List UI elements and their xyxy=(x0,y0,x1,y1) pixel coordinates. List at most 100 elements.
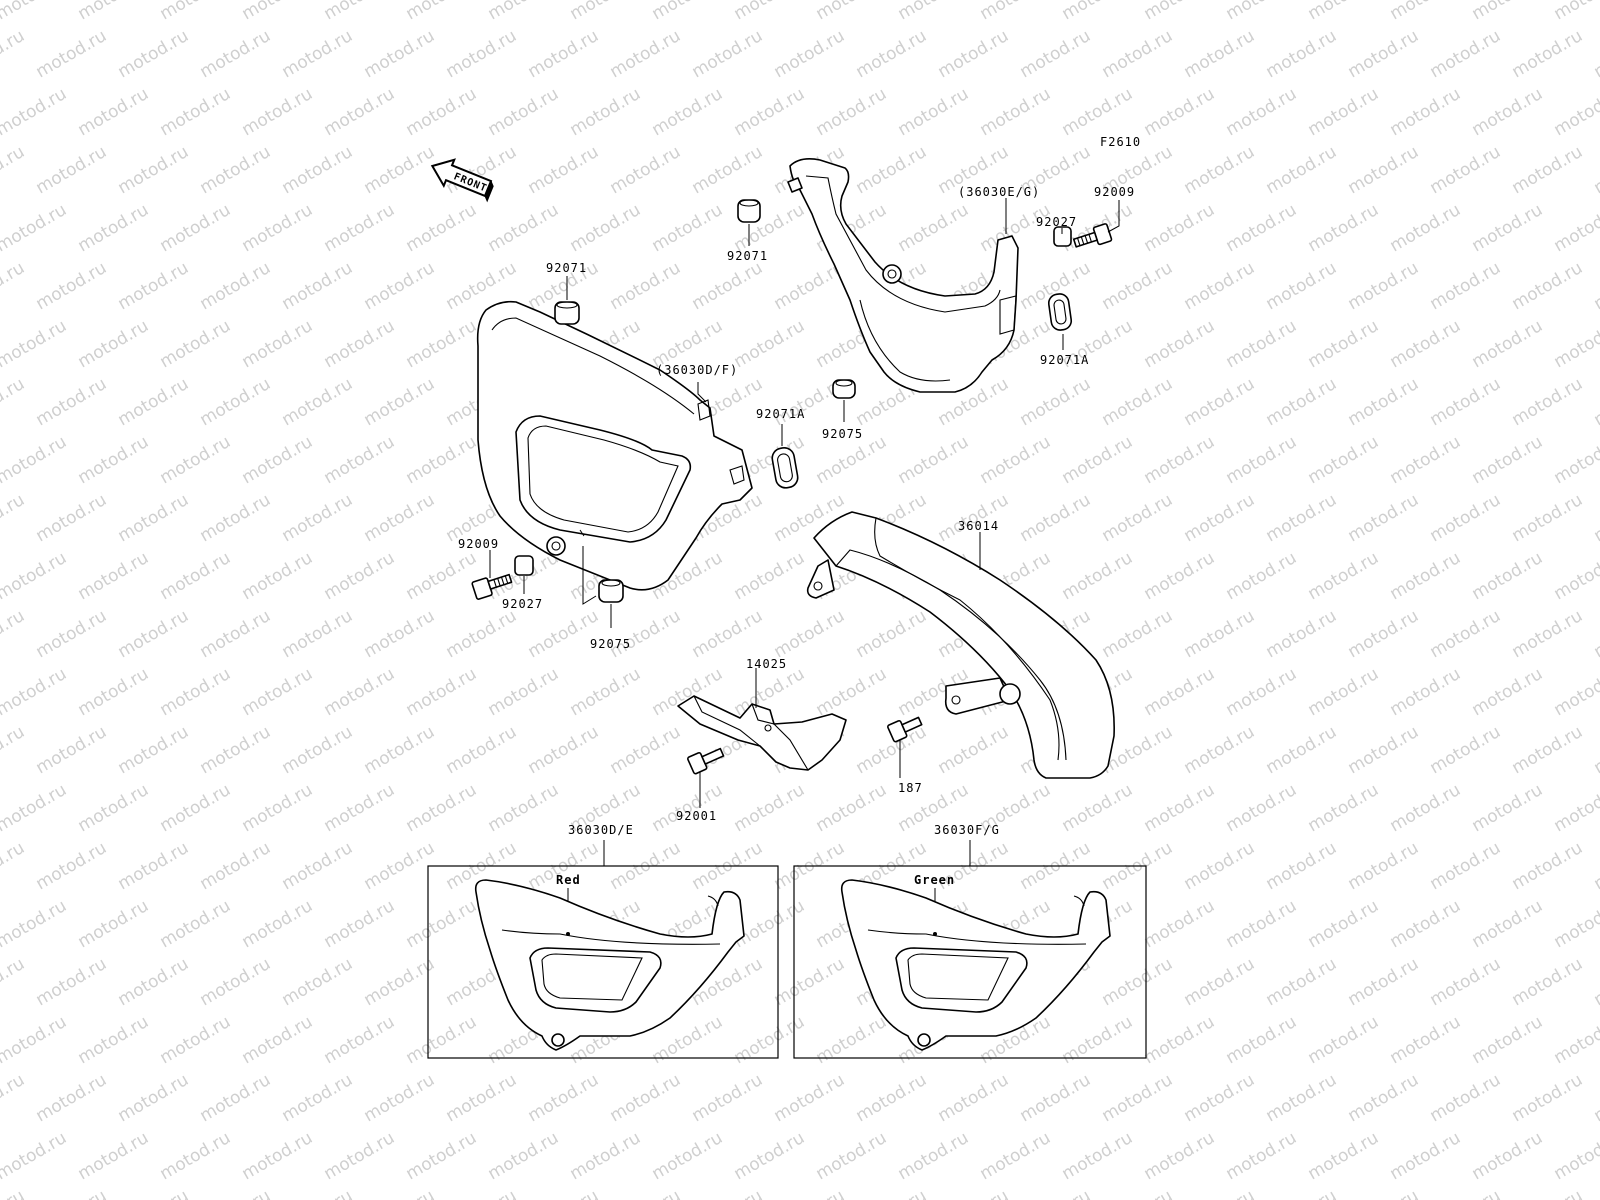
watermark-text: motod.ru xyxy=(1591,258,1600,314)
watermark-text: motod.ru xyxy=(75,664,153,720)
watermark-text: motod.ru xyxy=(1509,1070,1587,1126)
watermark-text: motod.ru xyxy=(1345,490,1423,546)
watermark-text: motod.ru xyxy=(157,664,235,720)
watermark-text: motod.ru xyxy=(0,26,28,82)
watermark-text: motod.ru xyxy=(279,142,357,198)
watermark-text: motod.ru xyxy=(0,1012,70,1068)
watermark-text: motod.ru xyxy=(1141,780,1219,836)
watermark-text: motod.ru xyxy=(197,258,275,314)
watermark-text: motod.ru xyxy=(1551,432,1600,488)
watermark-text: motod.ru xyxy=(1099,374,1177,430)
watermark-text: motod.ru xyxy=(115,374,193,430)
watermark-text: motod.ru xyxy=(1427,838,1505,894)
label-92009-left: 92009 xyxy=(458,537,499,551)
watermark-text: motod.ru xyxy=(403,1128,481,1184)
watermark-text: motod.ru xyxy=(1181,606,1259,662)
box-left-title: 36030D/E xyxy=(568,823,634,837)
watermark-text: motod.ru xyxy=(689,26,767,82)
watermark-text: motod.ru xyxy=(1469,84,1547,140)
watermark-text: motod.ru xyxy=(321,200,399,256)
watermark-text: motod.ru xyxy=(1387,200,1465,256)
watermark-text: motod.ru xyxy=(115,1070,193,1126)
watermark-text: motod.ru xyxy=(0,84,70,140)
watermark-text: motod.ru xyxy=(75,780,153,836)
watermark-text: motod.ru xyxy=(649,0,727,24)
watermark-text: motod.ru xyxy=(1345,722,1423,778)
watermark-text: motod.ru xyxy=(75,0,153,24)
watermark-text: motod.ru xyxy=(853,142,931,198)
watermark-text: motod.ru xyxy=(1387,896,1465,952)
watermark-text: motod.ru xyxy=(33,954,111,1010)
watermark-text: motod.ru xyxy=(115,954,193,1010)
watermark-text: motod.ru xyxy=(1387,1012,1465,1068)
watermark-text: motod.ru xyxy=(1469,664,1547,720)
watermark-text: motod.ru xyxy=(157,1128,235,1184)
right-side-cover xyxy=(787,158,1019,393)
watermark-text: motod.ru xyxy=(1263,26,1341,82)
watermark-text: motod.ru xyxy=(1263,490,1341,546)
watermark-text: motod.ru xyxy=(361,954,439,1010)
watermark-text: motod.ru xyxy=(1181,142,1259,198)
watermark-text: motod.ru xyxy=(33,1070,111,1126)
collar-92027-right xyxy=(1053,226,1072,247)
watermark-text: motod.ru xyxy=(0,142,28,198)
watermark-text: motod.ru xyxy=(771,1070,849,1126)
watermark-text: motod.ru xyxy=(607,606,685,662)
watermark-text: motod.ru xyxy=(1141,0,1219,24)
watermark-text: motod.ru xyxy=(321,1128,399,1184)
watermark-text: motod.ru xyxy=(1345,26,1423,82)
watermark-text: motod.ru xyxy=(1305,896,1383,952)
label-92075-left: 92075 xyxy=(590,637,631,651)
watermark-text: motod.ru xyxy=(1263,838,1341,894)
watermark-text: motod.ru xyxy=(361,258,439,314)
watermark-text: motod.ru xyxy=(853,1070,931,1126)
watermark-text: motod.ru xyxy=(1223,896,1301,952)
watermark-text: motod.ru xyxy=(1387,432,1465,488)
watermark-text: motod.ru xyxy=(607,1186,685,1200)
watermark-text: motod.ru xyxy=(1223,664,1301,720)
watermark-text: motod.ru xyxy=(1591,838,1600,894)
watermark-text: motod.ru xyxy=(115,142,193,198)
watermark-text: motod.ru xyxy=(1469,1012,1547,1068)
watermark-text: motod.ru xyxy=(649,84,727,140)
watermark-text: motod.ru xyxy=(813,1012,891,1068)
watermark-text: motod.ru xyxy=(1509,1186,1587,1200)
watermark-text: motod.ru xyxy=(813,780,891,836)
watermark-text: motod.ru xyxy=(75,84,153,140)
watermark-text: motod.ru xyxy=(895,432,973,488)
watermark-text: motod.ru xyxy=(731,1128,809,1184)
variant-box-right xyxy=(793,865,1147,1059)
watermark-text: motod.ru xyxy=(239,200,317,256)
watermark-text: motod.ru xyxy=(895,0,973,24)
watermark-text: motod.ru xyxy=(1223,1128,1301,1184)
watermark-text: motod.ru xyxy=(1551,316,1600,372)
watermark-text: motod.ru xyxy=(239,432,317,488)
label-92071A-right: 92071A xyxy=(1040,353,1089,367)
watermark-text: motod.ru xyxy=(197,722,275,778)
watermark-text: motod.ru xyxy=(567,84,645,140)
watermark-text: motod.ru xyxy=(279,258,357,314)
watermark-text: motod.ru xyxy=(0,1070,28,1126)
watermark-text: motod.ru xyxy=(239,664,317,720)
watermark-text: motod.ru xyxy=(1263,606,1341,662)
watermark-text: motod.ru xyxy=(525,1186,603,1200)
watermark-text: motod.ru xyxy=(157,432,235,488)
watermark-text: motod.ru xyxy=(1017,374,1095,430)
watermark-text: motod.ru xyxy=(485,0,563,24)
grommet-92071-top xyxy=(737,199,761,223)
watermark-text: motod.ru xyxy=(1223,1012,1301,1068)
watermark-text: motod.ru xyxy=(977,0,1055,24)
watermark-text: motod.ru xyxy=(1509,374,1587,430)
watermark-text: motod.ru xyxy=(1345,374,1423,430)
label-92071A-mid: 92071A xyxy=(756,407,805,421)
watermark-text: motod.ru xyxy=(1509,490,1587,546)
watermark-text: motod.ru xyxy=(1181,374,1259,430)
watermark-text: motod.ru xyxy=(1181,722,1259,778)
watermark-text: motod.ru xyxy=(1305,316,1383,372)
watermark-text: motod.ru xyxy=(197,838,275,894)
watermark-text: motod.ru xyxy=(1387,664,1465,720)
watermark-text: motod.ru xyxy=(1263,954,1341,1010)
watermark-text: motod.ru xyxy=(1181,490,1259,546)
watermark-text: motod.ru xyxy=(115,838,193,894)
watermark-text: motod.ru xyxy=(1141,316,1219,372)
